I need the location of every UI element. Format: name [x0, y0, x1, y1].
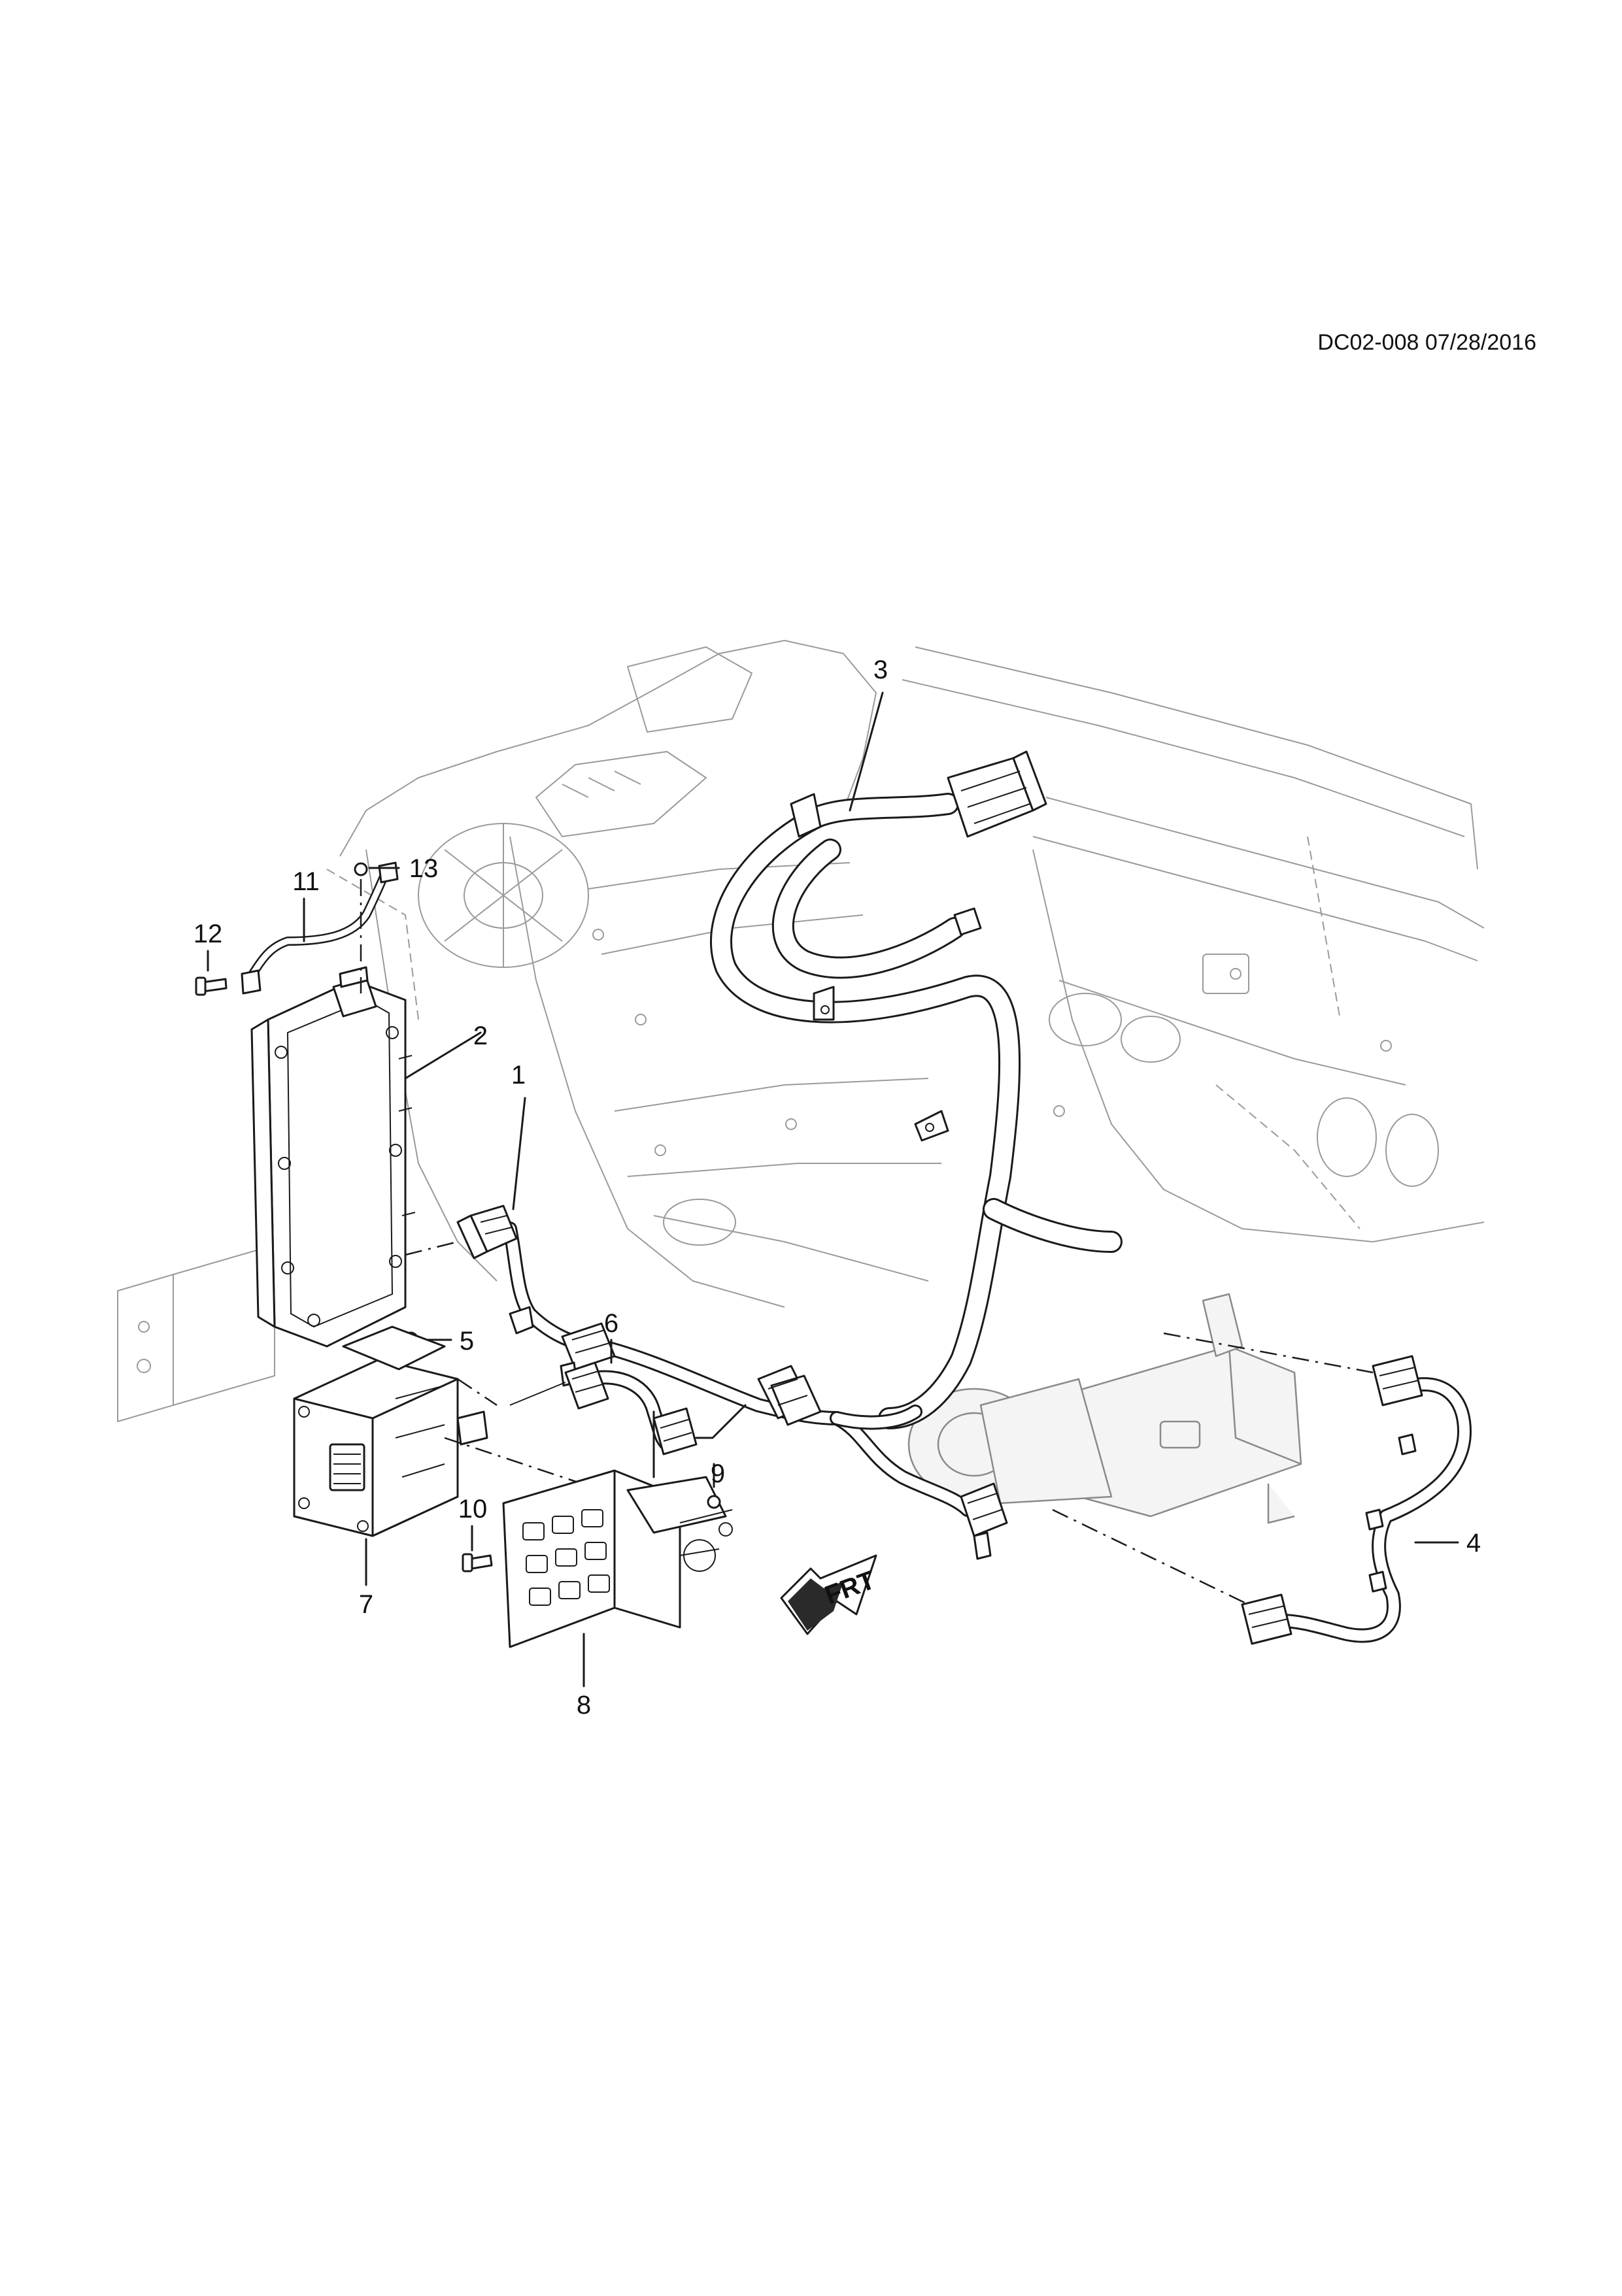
callout-2: 2	[473, 1022, 488, 1050]
front-direction-arrow: FRT	[780, 1554, 879, 1635]
callout-13: 13	[409, 854, 439, 883]
callout-1: 1	[511, 1061, 526, 1090]
part-1-harness	[456, 1097, 1008, 1560]
part-4-compressor-harness	[1241, 1355, 1472, 1645]
part-7-power-module	[293, 1325, 641, 1586]
callout-5: 5	[460, 1327, 474, 1356]
part-3-hv-hose-harness	[710, 691, 1123, 1429]
part-2-control-module	[250, 966, 482, 1348]
vehicle-body-structure	[117, 640, 1485, 1422]
callout-4: 4	[1466, 1529, 1481, 1557]
callout-10: 10	[458, 1495, 488, 1523]
part-8-bracket	[502, 1410, 733, 1688]
part-6-connector-harness	[509, 1339, 747, 1456]
part-12-bolt	[195, 950, 228, 996]
callout-3: 3	[873, 656, 888, 684]
document-code: DC02-008 07/28/2016	[1317, 330, 1536, 355]
callout-11: 11	[292, 867, 320, 896]
part-9-nut	[707, 1463, 721, 1509]
part-10-bolt	[462, 1525, 493, 1572]
leader-compressor-to-connector	[1163, 1332, 1374, 1374]
leader-compressor-to-connector-lower	[1052, 1508, 1256, 1609]
callout-12: 12	[194, 920, 223, 948]
part-11-ground-strap	[241, 861, 399, 995]
part-13-nut	[354, 862, 400, 993]
callout-7: 7	[359, 1590, 373, 1619]
callout-9: 9	[711, 1459, 725, 1488]
ac-compressor	[907, 1293, 1302, 1524]
callout-6: 6	[604, 1309, 618, 1338]
callout-8: 8	[577, 1691, 591, 1720]
